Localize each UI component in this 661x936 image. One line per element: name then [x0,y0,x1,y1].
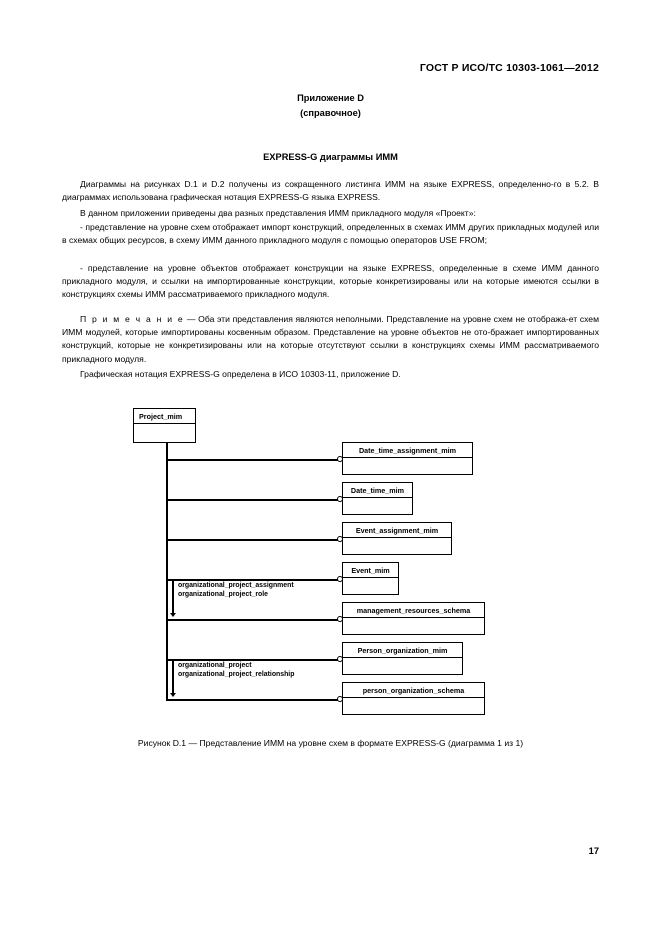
reference-label: organizational_project_relationship [178,671,295,679]
connector-branch [166,459,342,461]
schema-box-label: person_organization_schema [343,683,484,698]
paragraph-1: Диаграммы на рисунках D.1 и D.2 получены… [62,178,599,204]
connector-branch [166,579,342,581]
standard-header: ГОСТ Р ИСО/ТС 10303-1061—2012 [419,62,599,74]
note-text: — Оба эти представления являются неполны… [62,314,599,364]
connector-branch [166,659,342,661]
reference-label-group: organizational_project organizational_pr… [178,661,294,680]
schema-box-label: Person_organization_mim [343,643,462,658]
section-title: EXPRESS-G диаграммы ИММ [263,152,398,162]
paragraph-3: - представление на уровне схем отображае… [62,221,599,247]
paragraph-5-text: Графическая нотация EXPRESS-G определена… [80,369,401,379]
schema-box-label: Date_time_mim [343,483,412,498]
schema-box-label: Event_assignment_mim [343,523,451,538]
annex-title: Приложение D [297,93,364,103]
paragraph-2-text: В данном приложении приведены два разных… [80,208,476,218]
paragraph-3-text: - представление на уровне схем отображае… [62,222,599,246]
schema-box[interactable]: Event_assignment_mim [342,522,452,555]
paragraph-4-text: - представление на уровне объектов отобр… [62,263,599,300]
schema-box-label: Event_mim [343,563,398,578]
paragraph-2: В данном приложении приведены два разных… [62,207,599,220]
connector-branch [166,619,342,621]
reference-arrow-line [172,660,174,694]
connector-branch [166,539,342,541]
reference-arrow-head [169,693,176,697]
reference-label: organizational_project_role [178,591,268,599]
schema-box-label: management_resources_schema [343,603,484,618]
reference-label-group: organizational_project_assignment organi… [178,581,294,600]
connector-trunk [166,443,168,701]
paragraph-1-text: Диаграммы на рисунках D.1 и D.2 получены… [62,179,599,203]
page-number: 17 [588,846,599,856]
reference-arrow-line [172,580,174,614]
connector-branch [166,499,342,501]
schema-box[interactable]: Date_time_assignment_mim [342,442,473,475]
note-label: П р и м е ч а н и е [80,314,185,324]
schema-box[interactable]: Date_time_mim [342,482,413,515]
annex-subtitle: (справочное) [300,108,361,118]
express-g-diagram: Project_mim Date_time_assignment_mim Dat… [0,395,661,725]
paragraph-5: Графическая нотация EXPRESS-G определена… [62,368,599,381]
schema-box[interactable]: Person_organization_mim [342,642,463,675]
note-block: П р и м е ч а н и е — Оба эти представле… [62,313,599,366]
schema-box[interactable]: person_organization_schema [342,682,485,715]
figure-caption: Рисунок D.1 — Представление ИММ на уровн… [137,738,524,748]
reference-label: organizational_project_assignment [178,582,294,589]
schema-box-label: Date_time_assignment_mim [343,443,472,458]
reference-label: organizational_project [178,662,252,669]
paragraph-4: - представление на уровне объектов отобр… [62,262,599,302]
schema-box-root-label: Project_mim [134,409,195,424]
reference-arrow-head [169,613,176,617]
schema-box[interactable]: Event_mim [342,562,399,595]
schema-box[interactable]: management_resources_schema [342,602,485,635]
schema-box-root[interactable]: Project_mim [133,408,196,443]
connector-branch [166,699,342,701]
